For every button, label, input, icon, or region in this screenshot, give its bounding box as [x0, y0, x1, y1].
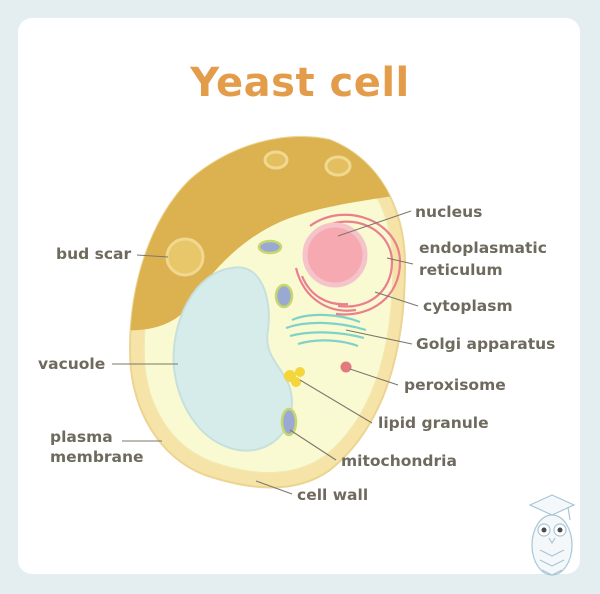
- nucleus: [302, 222, 368, 288]
- golgi-apparatus: [285, 313, 367, 348]
- leader-nucleus: [337, 210, 412, 237]
- mitochondrion-3: [280, 407, 298, 437]
- label-vacuole: vacuole: [38, 355, 105, 373]
- leader-cell-wall: [255, 480, 293, 495]
- owl-mascot: [528, 494, 576, 576]
- bud-scar-ring-top-left: [263, 150, 289, 170]
- label-membrane: membrane: [50, 448, 144, 466]
- label-plasma: plasma: [50, 428, 113, 446]
- label-endoplasmatic: endoplasmatic: [419, 239, 547, 257]
- bud-scar-ring-top-right: [324, 155, 352, 177]
- label-peroxisome: peroxisome: [404, 376, 506, 394]
- lipid-granule-2: [295, 367, 305, 377]
- label-reticulum: reticulum: [419, 261, 503, 279]
- leader-cytoplasm: [374, 291, 419, 307]
- label-bud-scar: bud scar: [56, 245, 131, 263]
- mitochondrion-1: [257, 239, 283, 255]
- leader-mitochondria: [289, 429, 337, 461]
- leader-bud-scar: [136, 254, 169, 258]
- leader-peroxisome: [349, 368, 399, 386]
- leader-er: [386, 257, 414, 265]
- endoplasmic-reticulum: [294, 213, 402, 316]
- peroxisome: [340, 361, 352, 373]
- vacuole: [172, 266, 294, 452]
- label-cell-wall: cell wall: [297, 486, 368, 504]
- lipid-granule-3: [291, 377, 301, 387]
- label-lipid-granule: lipid granule: [378, 414, 489, 432]
- bud-scar-ring: [165, 237, 205, 277]
- label-golgi: Golgi apparatus: [416, 335, 555, 353]
- leader-lipid: [299, 379, 373, 424]
- leader-golgi: [345, 329, 413, 345]
- label-mitochondria: mitochondria: [341, 452, 457, 470]
- diagram-title: Yeast cell: [190, 60, 410, 106]
- mitochondrion-2: [274, 283, 294, 309]
- label-cytoplasm: cytoplasm: [423, 297, 513, 315]
- label-nucleus: nucleus: [415, 203, 482, 221]
